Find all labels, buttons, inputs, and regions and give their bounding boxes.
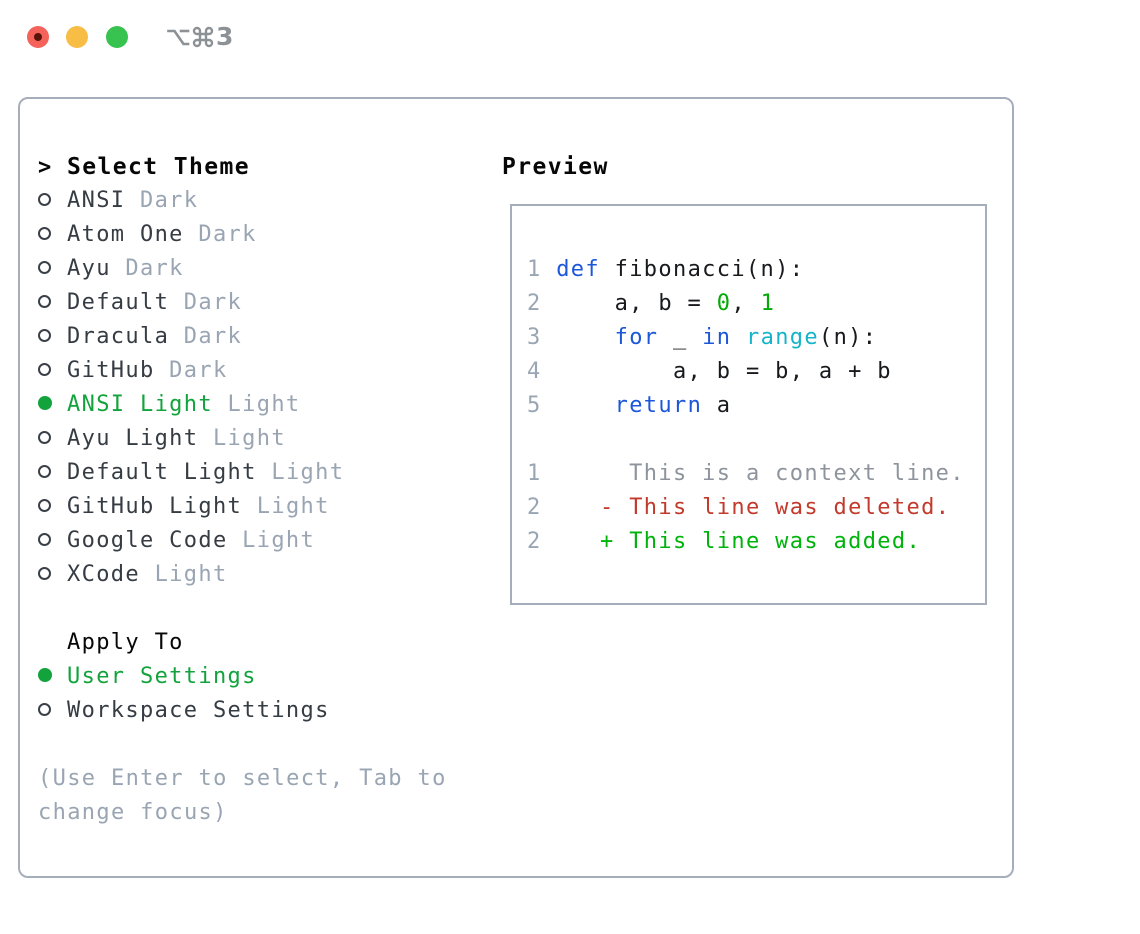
help-line: (Use Enter to select, Tab to (38, 766, 447, 791)
command-key-icon (191, 25, 215, 49)
radio-selected-icon (38, 660, 67, 694)
minimize-button[interactable] (66, 26, 88, 48)
preview-line: 4 a, b = b, a + b (527, 359, 892, 384)
option-label: Workspace Settings (67, 698, 330, 723)
option-variant: Dark (110, 256, 184, 281)
radio-icon (38, 558, 67, 592)
preview-line: 3 for _ in range(n): (527, 325, 878, 350)
shortcut-digit: 3 (216, 22, 234, 51)
focus-arrow-icon: > (38, 155, 53, 180)
theme-option-dracula[interactable]: Dracula Dark (38, 320, 344, 354)
theme-option-default[interactable]: Default Dark (38, 286, 344, 320)
option-label: Ayu (67, 256, 111, 281)
option-label: GitHub Light (67, 494, 243, 519)
preview-title: Preview (502, 154, 609, 180)
radio-selected-icon (38, 388, 67, 422)
option-label: ANSI Light (67, 392, 213, 417)
option-label: Dracula (67, 324, 170, 349)
preview-line (527, 423, 985, 457)
help-line: change focus) (38, 800, 228, 825)
radio-icon (38, 286, 67, 320)
option-variant: Light (242, 494, 330, 519)
option-label: Default Light (67, 460, 257, 485)
theme-option-github-light[interactable]: GitHub Light Light (38, 490, 344, 524)
radio-icon (38, 490, 67, 524)
option-variant: Light (198, 426, 286, 451)
radio-icon (38, 218, 67, 252)
option-label: User Settings (67, 664, 257, 689)
close-dot-icon (34, 33, 42, 41)
theme-option-ayu[interactable]: Ayu Dark (38, 252, 344, 286)
option-variant: Dark (154, 358, 228, 383)
radio-icon (38, 320, 67, 354)
theme-option-ansi-light[interactable]: ANSI Light Light (38, 388, 344, 422)
theme-option-google-code[interactable]: Google Code Light (38, 524, 344, 558)
preview-line: 2 - This line was deleted. (527, 495, 951, 520)
option-variant: Light (139, 562, 228, 587)
theme-option-xcode[interactable]: XCode Light (38, 558, 344, 592)
option-key-icon (166, 25, 190, 49)
theme-option-atom-one[interactable]: Atom One Dark (38, 218, 344, 252)
theme-option-ayu-light[interactable]: Ayu Light Light (38, 422, 344, 456)
option-label: Default (67, 290, 170, 315)
close-button[interactable] (27, 26, 49, 48)
preview-line: 2 + This line was added. (527, 529, 922, 554)
option-label: XCode (67, 562, 140, 587)
option-variant: Dark (125, 188, 199, 213)
radio-icon (38, 694, 67, 728)
radio-icon (38, 354, 67, 388)
preview-line (527, 559, 985, 593)
window-shortcut-label: 3 (166, 23, 233, 51)
radio-icon (38, 456, 67, 490)
preview-line: 1 This is a context line. (527, 461, 965, 486)
theme-option-github[interactable]: GitHub Dark (38, 354, 344, 388)
preview-line: 2 a, b = 0, 1 (527, 291, 776, 316)
radio-icon (38, 252, 67, 286)
option-label: Atom One (67, 222, 184, 247)
apply-to-header: Apply To (67, 630, 184, 655)
option-label: GitHub (67, 358, 155, 383)
preview-line: 1 def fibonacci(n): (527, 257, 805, 282)
help-text: (Use Enter to select, Tab to change focus… (38, 762, 447, 830)
theme-option-default-light[interactable]: Default Light Light (38, 456, 344, 490)
option-variant: Light (227, 528, 316, 553)
option-label: Ayu Light (67, 426, 199, 451)
option-variant: Light (212, 392, 301, 417)
zoom-button[interactable] (106, 26, 128, 48)
radio-icon (38, 524, 67, 558)
option-label: ANSI (67, 188, 126, 213)
preview-line (527, 219, 985, 253)
option-label: Google Code (67, 528, 228, 553)
select-theme-title: Select Theme (67, 154, 250, 180)
theme-option-ansi[interactable]: ANSI Dark (38, 184, 344, 218)
radio-icon (38, 422, 67, 456)
option-variant: Dark (169, 290, 243, 315)
preview-pane: 1 def fibonacci(n): 2 a, b = 0, 1 3 for _ … (510, 204, 987, 605)
select-theme-header: > Select Theme (38, 150, 250, 185)
radio-icon (38, 184, 67, 218)
option-variant: Dark (169, 324, 243, 349)
apply-option-workspace-settings[interactable]: Workspace Settings (38, 694, 330, 728)
option-variant: Dark (183, 222, 257, 247)
apply-option-user-settings[interactable]: User Settings (38, 660, 330, 694)
preview-line: 5 return a (527, 393, 732, 418)
option-variant: Light (256, 460, 345, 485)
